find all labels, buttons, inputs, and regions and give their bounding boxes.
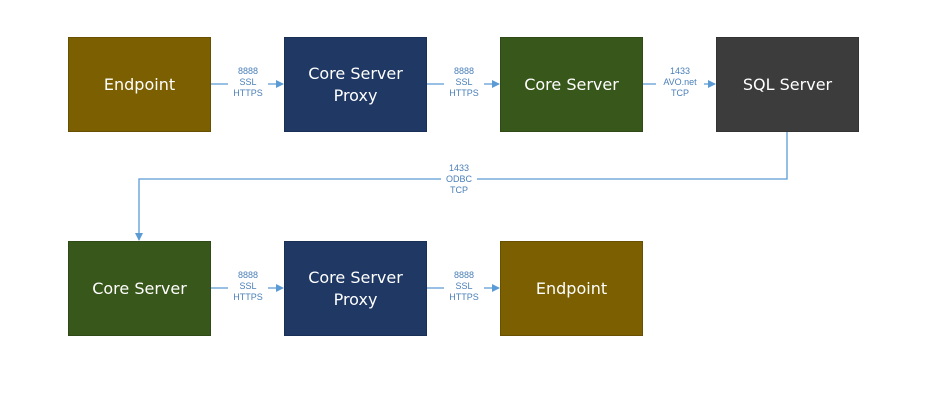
- link-label-core-to-sql: 1433 AVO.net TCP: [656, 66, 704, 99]
- core-server-proxy-node-top-label: Core Server Proxy: [308, 63, 403, 105]
- core-server-node-top-label: Core Server: [524, 74, 619, 94]
- endpoint-node-bottom-label: Endpoint: [535, 278, 608, 298]
- core-server-node-bottom-label: Core Server: [92, 278, 187, 298]
- core-server-proxy-node-top: Core Server Proxy: [284, 37, 427, 132]
- link-security: SSL: [455, 77, 473, 87]
- link-security: SSL: [239, 281, 257, 291]
- link-port: 8888: [453, 66, 475, 76]
- link-protocol: HTTPS: [449, 292, 479, 302]
- link-security: SSL: [455, 281, 473, 291]
- link-label-proxy-to-core-top: 8888 SSL HTTPS: [444, 66, 484, 99]
- link-driver: AVO.net: [663, 77, 697, 87]
- link-port: 8888: [237, 270, 259, 280]
- link-port: 8888: [237, 66, 259, 76]
- core-server-proxy-node-bottom: Core Server Proxy: [284, 241, 427, 336]
- core-server-node-top: Core Server: [500, 37, 643, 132]
- link-port: 8888: [453, 270, 475, 280]
- sql-server-node-label: SQL Server: [742, 74, 833, 94]
- link-driver: ODBC: [445, 174, 472, 184]
- link-label-endpoint-to-proxy-top: 8888 SSL HTTPS: [228, 66, 268, 99]
- link-protocol: HTTPS: [449, 88, 479, 98]
- link-port: 1433: [448, 163, 470, 173]
- link-label-core-to-proxy-bottom: 8888 SSL HTTPS: [228, 270, 268, 303]
- link-protocol: HTTPS: [233, 88, 263, 98]
- link-protocol: TCP: [450, 185, 468, 195]
- link-label-proxy-to-endpoint-bottom: 8888 SSL HTTPS: [444, 270, 484, 303]
- core-server-node-bottom: Core Server: [68, 241, 211, 336]
- endpoint-node-bottom: Endpoint: [500, 241, 643, 336]
- link-protocol: HTTPS: [233, 292, 263, 302]
- link-security: SSL: [239, 77, 257, 87]
- endpoint-node-top: Endpoint: [68, 37, 211, 132]
- endpoint-node-top-label: Endpoint: [103, 74, 176, 94]
- core-server-proxy-node-bottom-label: Core Server Proxy: [308, 267, 403, 309]
- link-protocol: TCP: [671, 88, 689, 98]
- link-port: 1433: [669, 66, 691, 76]
- link-label-sql-to-core-bottom: 1433 ODBC TCP: [441, 163, 477, 196]
- sql-server-node: SQL Server: [716, 37, 859, 132]
